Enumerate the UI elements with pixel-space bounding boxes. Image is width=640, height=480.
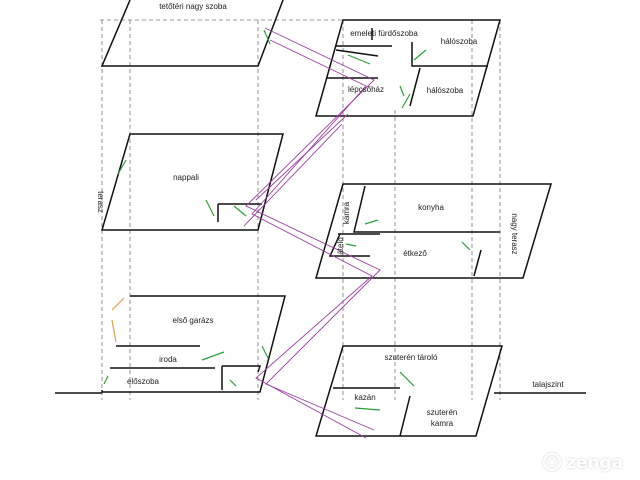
door-mark-alt xyxy=(111,319,117,343)
wall-segment xyxy=(328,233,380,257)
doors xyxy=(103,29,471,411)
basement-outline xyxy=(314,345,503,437)
label-szuteren-kamra-2: kamra xyxy=(431,419,454,428)
door-mark xyxy=(347,54,371,65)
label-etkezo: étkező xyxy=(403,249,427,258)
door-mark xyxy=(263,29,271,45)
upper-floor-outline xyxy=(315,19,501,117)
label-kamra: kamra xyxy=(342,201,351,224)
label-nagy-terasz: nagy terasz xyxy=(510,213,519,254)
door-mark xyxy=(229,379,237,387)
door-mark xyxy=(461,241,471,251)
label-konyha: konyha xyxy=(418,203,444,212)
wall-segment xyxy=(217,203,262,222)
wall-segment xyxy=(473,249,482,277)
zenga-logo-icon xyxy=(542,452,562,472)
kitchen-floor-outline xyxy=(315,183,553,279)
door-mark xyxy=(413,49,427,61)
label-furdo: emeleti fürdőszoba xyxy=(350,29,418,38)
door-mark xyxy=(205,199,215,217)
door-mark xyxy=(201,351,225,361)
room-labels: tetőtéri nagy szoba emeleti fürdőszoba h… xyxy=(96,2,564,428)
staircase xyxy=(243,27,381,439)
door-mark xyxy=(345,243,357,247)
label-szuteren-kamra-1: szuterén xyxy=(427,408,458,417)
entrance-floor-outline xyxy=(101,295,286,393)
attic-outline xyxy=(100,0,284,67)
door-mark xyxy=(354,407,381,411)
door-mark xyxy=(399,371,415,387)
label-eloszoba: előszoba xyxy=(127,377,160,386)
watermark-text: zenga xyxy=(566,453,623,473)
label-lepcsohaz: lépcsőház xyxy=(348,85,384,94)
label-talajszint: talajszint xyxy=(532,380,564,389)
doors-alt xyxy=(111,297,125,343)
door-mark xyxy=(364,219,379,225)
label-terasz-bal: terasz xyxy=(96,191,105,213)
label-iroda: iroda xyxy=(159,355,177,364)
door-mark xyxy=(233,205,247,217)
stair-flight xyxy=(243,113,349,227)
guide-lines xyxy=(100,19,501,400)
walls xyxy=(55,0,586,437)
wall-segment xyxy=(353,185,500,233)
label-kazan: kazán xyxy=(354,393,375,402)
door-mark xyxy=(261,345,269,359)
label-atrium: átelő xyxy=(336,237,345,255)
label-haloszoba1: hálószoba xyxy=(441,37,478,46)
ground-floor-outline xyxy=(101,133,284,231)
label-nappali: nappali xyxy=(173,173,199,182)
door-mark xyxy=(401,93,411,109)
label-garazs: első garázs xyxy=(173,316,214,325)
label-tetoteri: tetőtéri nagy szoba xyxy=(159,2,227,11)
stair-flight xyxy=(251,39,373,439)
wall-segment xyxy=(409,42,488,107)
label-haloszoba2: hálószoba xyxy=(427,86,464,95)
wall-segment xyxy=(333,387,411,437)
label-szuteren-tarolo: szuterén tároló xyxy=(385,353,438,362)
wall-segment xyxy=(221,365,262,390)
wall-segment xyxy=(110,345,215,369)
zenga-watermark: zenga xyxy=(542,452,623,473)
door-mark xyxy=(117,159,127,175)
stair-flight xyxy=(245,27,381,431)
door-mark-alt xyxy=(111,297,125,311)
door-mark xyxy=(103,375,109,385)
door-mark xyxy=(399,85,405,97)
